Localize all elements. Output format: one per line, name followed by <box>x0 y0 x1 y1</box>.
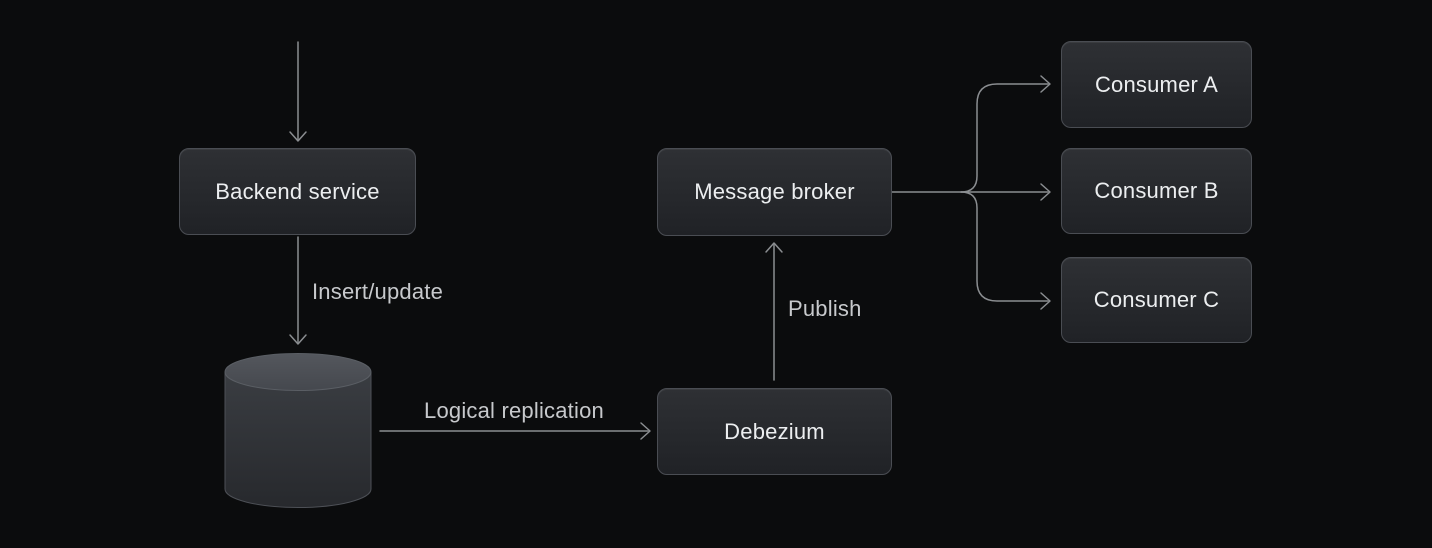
edge-label-logical-replication: Logical replication <box>424 398 604 423</box>
arrow-broker-to-consumer-c <box>960 191 1051 310</box>
arrow-broker-to-consumer-a <box>960 75 1051 193</box>
node-consumer-a: Consumer A <box>1061 41 1252 128</box>
node-message-broker-label: Message broker <box>694 179 855 204</box>
edge-label-insert-update: Insert/update <box>312 279 444 304</box>
node-debezium-label: Debezium <box>724 418 825 444</box>
edge-label-publish: Publish <box>788 296 862 321</box>
node-message-broker: Message broker <box>657 148 892 236</box>
node-consumer-b: Consumer B <box>1061 148 1252 234</box>
node-consumer-b-label: Consumer B <box>1094 178 1219 203</box>
node-debezium: Debezium <box>657 388 892 475</box>
node-consumer-c-label: Consumer C <box>1093 287 1220 312</box>
arrow-broker-to-consumer-b <box>891 183 1051 201</box>
node-consumer-c: Consumer C <box>1061 257 1252 343</box>
node-consumer-a-label: Consumer A <box>1094 71 1219 97</box>
arrow-debezium-to-message-broker <box>765 242 783 381</box>
database-cylinder-icon <box>224 353 372 508</box>
arrow-database-to-debezium <box>379 422 651 440</box>
node-backend-service-label: Backend service <box>215 178 380 204</box>
node-backend-service: Backend service <box>179 148 416 235</box>
arrow-backend-to-database <box>289 236 307 345</box>
arrow-incoming-to-backend-service <box>289 41 307 142</box>
